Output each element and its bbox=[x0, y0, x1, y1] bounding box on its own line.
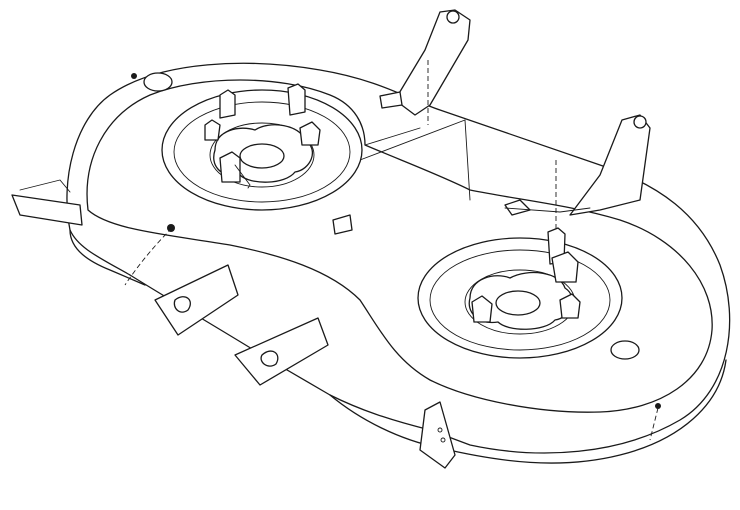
right-spindle-assembly bbox=[417, 199, 623, 359]
side-bracket-edge bbox=[19, 179, 71, 193]
deck-bottom-lip bbox=[69, 229, 146, 286]
gauge-bracket-left-hole bbox=[173, 296, 191, 313]
left-bracket-c bbox=[204, 119, 221, 141]
right-bracket-b bbox=[551, 251, 579, 283]
center-tab bbox=[332, 214, 353, 235]
discharge-chute-bracket bbox=[419, 401, 456, 469]
left-bracket-a bbox=[219, 89, 236, 119]
deck-bottom-lip-right bbox=[329, 359, 727, 464]
left-bracket-d bbox=[219, 151, 241, 183]
left-spindle-hub bbox=[239, 143, 285, 169]
rear-hanger-pin bbox=[446, 10, 460, 24]
fastener-right-side bbox=[655, 403, 661, 409]
gauge-bracket-right-hole bbox=[260, 350, 279, 367]
left-spindle-assembly bbox=[161, 83, 363, 211]
rear-hanger-foot bbox=[379, 91, 403, 109]
deck-fasteners bbox=[131, 72, 661, 409]
right-chamber-ring bbox=[429, 249, 611, 351]
leader-right bbox=[649, 407, 659, 441]
rear-left-boss bbox=[143, 72, 173, 92]
side-bracket-left bbox=[11, 179, 83, 226]
left-bracket-b bbox=[287, 83, 306, 116]
leader-lines bbox=[124, 227, 659, 441]
side-bracket-body bbox=[11, 194, 83, 226]
gauge-wheel-bracket-right bbox=[234, 317, 329, 386]
gauge-bracket-right-body bbox=[234, 317, 329, 386]
rear-hanger-arm bbox=[394, 9, 471, 116]
leader-left bbox=[124, 227, 173, 286]
right-spindle-hub bbox=[495, 290, 541, 316]
chute-bracket-hole-1 bbox=[437, 427, 443, 433]
front-hanger-link bbox=[504, 207, 591, 213]
deck-center-ridge bbox=[359, 119, 471, 201]
chute-bracket-hole-2 bbox=[440, 437, 446, 443]
right-bracket-d bbox=[559, 293, 581, 319]
fastener-left-side bbox=[167, 224, 175, 232]
fastener-rear-left bbox=[131, 73, 137, 79]
deck-top-surface bbox=[86, 79, 713, 413]
left-spring bbox=[234, 164, 251, 189]
right-front-boss bbox=[610, 340, 640, 360]
right-bracket-c bbox=[471, 295, 493, 323]
front-hanger-bracket bbox=[504, 114, 651, 230]
gauge-bracket-left-body bbox=[154, 264, 239, 336]
chute-bracket-body bbox=[419, 401, 456, 469]
left-spindle-ring bbox=[209, 122, 315, 188]
deck-center-ridge-2 bbox=[364, 127, 421, 146]
left-bracket-e bbox=[299, 121, 321, 146]
gauge-wheel-bracket-left bbox=[154, 264, 239, 336]
front-hanger-pin bbox=[633, 115, 647, 129]
rear-hanger-bracket bbox=[379, 9, 471, 125]
left-chamber-ring bbox=[173, 101, 351, 203]
